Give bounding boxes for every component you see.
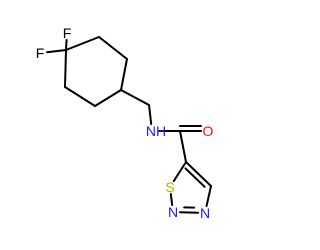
bond-line bbox=[45, 49, 67, 54]
bond-c8-o1 bbox=[179, 125, 202, 132]
bond-line bbox=[120, 89, 150, 106]
bond-line bbox=[64, 86, 96, 107]
bond-line bbox=[185, 161, 212, 187]
atom-label-s1: S bbox=[165, 179, 174, 195]
atom-label-n2: N bbox=[168, 204, 178, 220]
bond-c1-c2 bbox=[65, 36, 100, 51]
atom-label-f1: F bbox=[63, 25, 72, 41]
bond-c6-c1 bbox=[64, 49, 67, 88]
atom-label-o1: O bbox=[203, 123, 214, 139]
bond-line bbox=[98, 36, 128, 60]
bond-c10-c9 bbox=[184, 161, 212, 188]
bonds-layer bbox=[45, 36, 212, 214]
bond-c4-c7 bbox=[120, 89, 150, 106]
bond-line bbox=[148, 104, 153, 126]
bond-c9-s1 bbox=[172, 161, 187, 183]
bond-line bbox=[65, 38, 68, 51]
bond-c7-n1 bbox=[148, 104, 153, 126]
bond-c3-c4 bbox=[120, 58, 128, 91]
bond-line-inner bbox=[184, 167, 206, 188]
bond-line bbox=[65, 36, 100, 51]
bond-line bbox=[205, 185, 212, 208]
bond-c1-f1 bbox=[65, 38, 68, 51]
bond-c4-c5 bbox=[94, 89, 122, 107]
atom-symbol: N bbox=[146, 123, 156, 139]
bond-c8-c9 bbox=[179, 130, 187, 163]
bond-line bbox=[64, 49, 67, 88]
bond-line bbox=[169, 192, 174, 207]
bond-line bbox=[94, 89, 122, 107]
atom-label-n1: NH bbox=[146, 123, 166, 139]
bond-n3-c10 bbox=[205, 185, 212, 208]
bond-line bbox=[179, 130, 187, 163]
bond-n2-n3 bbox=[178, 206, 200, 214]
atom-hydrogen-suffix: H bbox=[156, 123, 166, 139]
atom-label-n3: N bbox=[200, 205, 210, 221]
bond-line bbox=[172, 161, 187, 183]
bond-line bbox=[120, 58, 128, 91]
bond-c2-c3 bbox=[98, 36, 128, 60]
canvas-background bbox=[0, 0, 250, 250]
bond-c1-f2 bbox=[45, 49, 67, 54]
atom-label-f2: F bbox=[36, 45, 45, 61]
bond-line bbox=[178, 211, 200, 214]
bond-s1-n2 bbox=[169, 192, 174, 207]
bond-c5-c6 bbox=[64, 86, 96, 107]
